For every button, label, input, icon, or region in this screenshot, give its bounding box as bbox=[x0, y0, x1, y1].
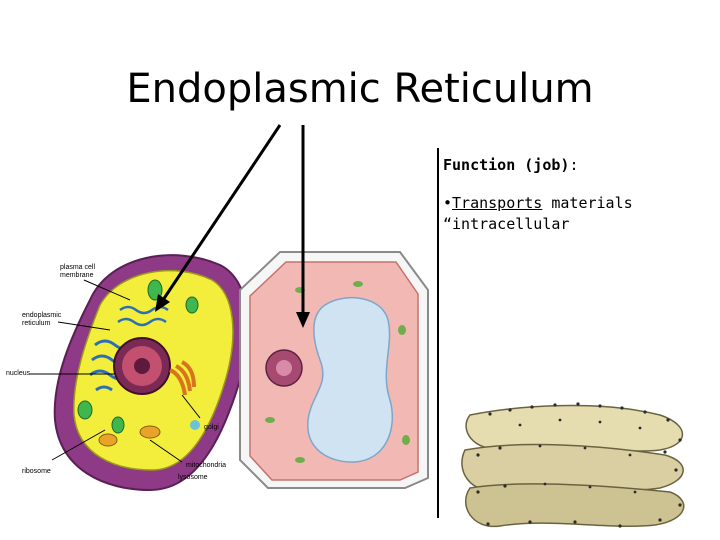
pointer-plasma-membrane bbox=[83, 279, 131, 301]
bullet-glyph: • bbox=[443, 194, 453, 212]
ribosome-dots bbox=[476, 402, 682, 528]
chloroplast bbox=[398, 325, 406, 335]
transports-word: Transports bbox=[452, 194, 543, 212]
mitochondrion bbox=[98, 433, 118, 447]
pointer-golgi bbox=[181, 394, 201, 419]
function-label: Function (job) bbox=[443, 156, 570, 174]
pointer-er bbox=[57, 321, 111, 331]
intracellular-line: “intracellular bbox=[443, 215, 570, 233]
er-folds bbox=[89, 339, 136, 392]
organelle-green bbox=[185, 296, 199, 314]
chloroplast bbox=[353, 281, 363, 287]
chloroplast bbox=[265, 417, 275, 423]
function-description: •Transports materials “intracellular bbox=[443, 193, 718, 235]
label-mitochondria: mitochondria bbox=[186, 462, 227, 469]
title-arrows bbox=[155, 124, 310, 328]
golgi-body bbox=[169, 360, 196, 396]
arrowhead-plant bbox=[296, 312, 310, 328]
er-illustration bbox=[461, 402, 685, 528]
chloroplast bbox=[402, 435, 410, 445]
nucleolus bbox=[134, 358, 150, 374]
pointer-ribosome bbox=[51, 429, 106, 461]
slide-title: Endoplasmic Reticulum bbox=[126, 66, 594, 112]
function-colon: : bbox=[569, 156, 579, 174]
arrowhead-animal bbox=[155, 294, 170, 312]
lysosome-dot bbox=[190, 420, 200, 430]
function-heading: Function (job): bbox=[443, 156, 578, 174]
er-sheet-top bbox=[465, 404, 684, 452]
organelle-green bbox=[111, 416, 125, 434]
vertical-divider bbox=[437, 148, 439, 518]
plant-cell bbox=[239, 251, 429, 489]
label-endoplasmic-reticulum: endoplasmic reticulum bbox=[22, 312, 62, 327]
label-plasma-membrane: plasma cell membrane bbox=[60, 264, 96, 279]
label-lysosome: lysosome bbox=[178, 474, 208, 481]
materials-word: materials bbox=[542, 194, 633, 212]
organelle-green bbox=[77, 400, 93, 420]
arrow-to-animal-cell bbox=[161, 124, 282, 301]
label-nucleus: nucleus bbox=[6, 370, 31, 377]
animal-cell bbox=[30, 254, 250, 492]
chloroplast bbox=[295, 457, 305, 463]
pointer-mitochondria bbox=[149, 439, 183, 463]
plant-nucleolus bbox=[276, 360, 292, 376]
label-golgi: golgi bbox=[204, 424, 219, 431]
central-vacuole bbox=[307, 297, 394, 463]
er-sheet-bottom bbox=[464, 483, 685, 528]
mitochondrion bbox=[139, 425, 161, 439]
label-ribosome: ribosome bbox=[22, 468, 51, 475]
